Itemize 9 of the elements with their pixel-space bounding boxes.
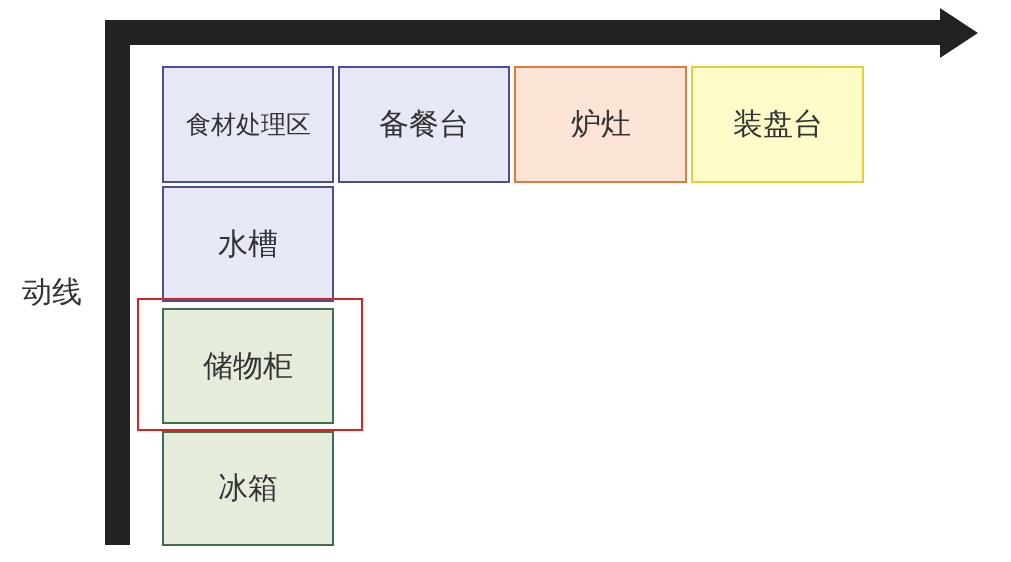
axis-label: 动线 — [22, 273, 82, 311]
area-box: 装盘台 — [691, 66, 864, 183]
highlight-frame — [137, 298, 363, 431]
area-box: 食材处理区 — [162, 66, 334, 183]
area-box: 炉灶 — [514, 66, 687, 183]
area-box: 备餐台 — [338, 66, 510, 183]
area-box: 储物柜 — [162, 308, 334, 424]
area-box: 冰箱 — [162, 431, 334, 546]
area-box: 水槽 — [162, 186, 334, 302]
